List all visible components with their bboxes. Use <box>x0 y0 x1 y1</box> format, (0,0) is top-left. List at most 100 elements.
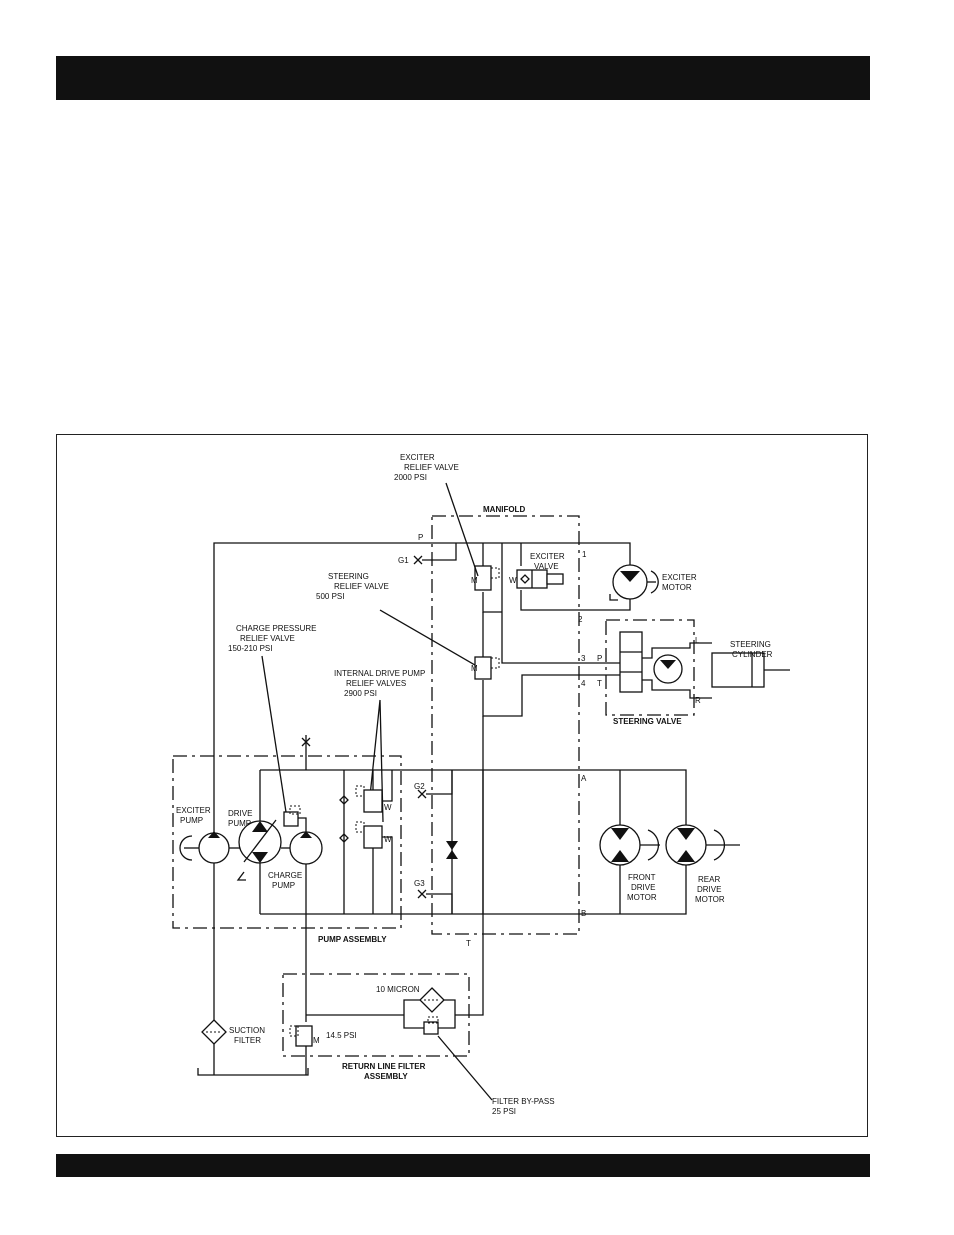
port-p-label: P <box>418 533 423 542</box>
case-drain-plug <box>301 737 311 747</box>
solenoid-icon <box>546 573 564 585</box>
filter-bypass-leader <box>437 1035 493 1101</box>
port-b-label: B <box>581 909 586 918</box>
pump-assembly-label: PUMP ASSEMBLY <box>318 935 387 944</box>
front-motor-triangle-bottom <box>611 850 629 862</box>
exciter-valve-label-1: EXCITER <box>530 552 565 561</box>
drive-relief-pilot-2 <box>355 821 365 833</box>
manifold-boundary <box>431 515 580 935</box>
charge-pump-lines <box>296 817 307 1022</box>
steering-relief-label-1: STEERING <box>328 572 369 581</box>
exciter-relief-pilot <box>490 567 500 579</box>
suction-filter-label-1: SUCTION <box>229 1026 265 1035</box>
shuttle-valve-top <box>446 841 458 850</box>
port-t-label: T <box>466 939 471 948</box>
psi-145-label: 14.5 PSI <box>326 1031 357 1040</box>
exciter-relief-label-2: RELIEF VALVE <box>404 463 459 472</box>
internal-drive-label-2: RELIEF VALVES <box>346 679 406 688</box>
exciter-relief-label-3: 2000 PSI <box>394 473 427 482</box>
port-3-label: 3 <box>581 654 586 663</box>
steering-cylinder-label-2: CYLINDER <box>732 650 773 659</box>
charge-relief-valve <box>283 811 299 827</box>
port-g2-label: G2 <box>414 782 425 791</box>
port-g3-label: G3 <box>414 879 425 888</box>
drive-pump-label-2: PUMP <box>228 819 251 828</box>
exciter-pump-triangle <box>208 831 220 838</box>
exciter-pump-label-1: EXCITER <box>176 806 211 815</box>
steering-cylinder-label-1: STEERING <box>730 640 771 649</box>
spring-symbol-m3: M <box>313 1036 320 1045</box>
hydraulic-schematic-frame <box>56 434 868 1137</box>
charge-relief-pilot <box>289 805 301 815</box>
return-filter-label-2: ASSEMBLY <box>364 1072 408 1081</box>
header-bar <box>56 56 870 100</box>
steering-valve-label: STEERING VALVE <box>613 717 682 726</box>
rear-motor-triangle-bottom <box>677 850 695 862</box>
drive-relief-valve-2 <box>363 825 383 849</box>
spring-symbol: M <box>471 576 478 585</box>
filter-bypass-pilot <box>427 1016 439 1024</box>
steering-spool <box>619 631 643 693</box>
steering-motor-triangle <box>660 660 676 669</box>
filter-bypass-label-2: 25 PSI <box>492 1107 516 1116</box>
filter-bypass-label-1: FILTER BY-PASS <box>492 1097 555 1106</box>
drive-relief-pilot-1 <box>355 785 365 797</box>
port-1-label: 1 <box>582 550 587 559</box>
exciter-pump-label-2: PUMP <box>180 816 203 825</box>
manifold-label: MANIFOLD <box>483 505 525 514</box>
charge-pump-triangle <box>300 831 312 838</box>
sv-port-l: L <box>695 636 700 645</box>
port-2-label: 2 <box>578 615 583 624</box>
rear-motor-label-2: DRIVE <box>697 885 721 894</box>
check-valve-1 <box>339 795 349 805</box>
filter-bypass-valve <box>423 1021 439 1035</box>
relief-valve-lines <box>372 770 393 914</box>
exciter-relief-label-1: EXCITER <box>400 453 435 462</box>
exciter-valve-line <box>520 543 631 611</box>
steering-relief-line <box>482 612 624 717</box>
reservoir <box>197 1044 309 1076</box>
rotation-arrow <box>650 570 659 594</box>
exciter-motor-label-2: MOTOR <box>662 583 692 592</box>
steering-valve-boundary <box>605 619 695 716</box>
drain-line <box>609 594 618 601</box>
steering-cylinder <box>711 652 765 688</box>
exciter-relief-leader <box>445 482 479 577</box>
suction-filter-label-2: FILTER <box>234 1036 261 1045</box>
port-g1-label: G1 <box>398 556 409 565</box>
steering-relief-label-3: 500 PSI <box>316 592 344 601</box>
spring-symbol-m2: M <box>471 664 478 673</box>
drive-line-a <box>260 769 687 825</box>
sv-port-p: P <box>597 654 602 663</box>
steering-relief-pilot <box>490 657 500 669</box>
spring-symbol-w: W <box>509 576 517 585</box>
front-motor-triangle-top <box>611 828 629 840</box>
drive-relief-valve-1 <box>363 789 383 813</box>
footer-bar <box>56 1154 870 1177</box>
drive-pump-control <box>236 871 246 881</box>
front-motor-rotation <box>647 829 660 861</box>
steering-relief-label-2: RELIEF VALVE <box>334 582 389 591</box>
motor-triangle <box>620 571 640 582</box>
spring-symbol-w2: W <box>384 835 392 844</box>
charge-relief-label-3: 150-210 PSI <box>228 644 272 653</box>
steering-line-l <box>642 642 712 659</box>
check-symbol <box>520 574 530 584</box>
return-line-t <box>455 716 484 1016</box>
bypass-check-pilot <box>289 1025 299 1037</box>
gauge-g3 <box>417 889 453 914</box>
charge-relief-label-2: RELIEF VALVE <box>240 634 295 643</box>
charge-pump-label-1: CHARGE <box>268 871 302 880</box>
charge-relief-leader <box>261 655 287 813</box>
return-filter-lines <box>306 999 456 1029</box>
ten-micron-label: 10 MICRON <box>376 985 420 994</box>
drive-pump-triangle-bottom <box>252 852 268 863</box>
exciter-motor-label-1: EXCITER <box>662 573 697 582</box>
steering-line-r <box>642 679 712 699</box>
port-a-label: A <box>581 774 587 783</box>
drive-pump-triangle-top <box>252 821 268 832</box>
check-valve-2 <box>339 833 349 843</box>
sv-port-r: R <box>695 696 701 705</box>
charge-relief-label-1: CHARGE PRESSURE <box>236 624 316 633</box>
